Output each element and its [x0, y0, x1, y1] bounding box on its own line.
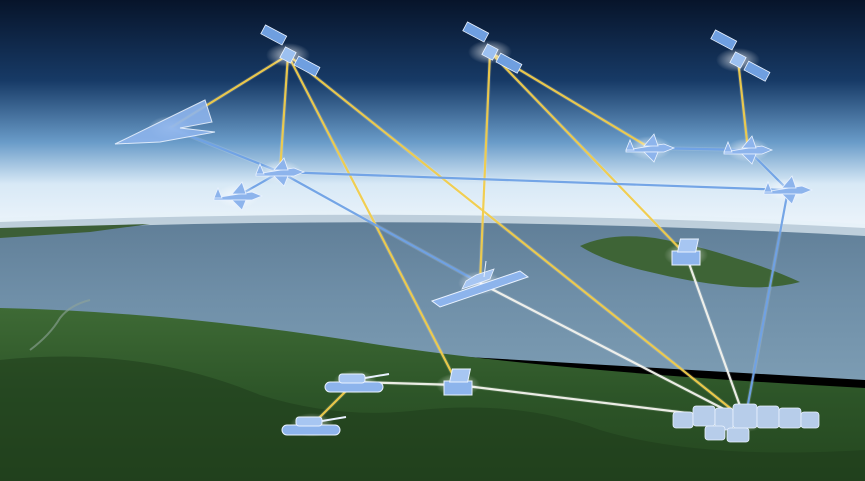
link-yellow: [478, 51, 492, 284]
tank-icon: [324, 370, 390, 394]
link-yellow: [278, 54, 290, 173]
satellite-icon: [260, 24, 321, 77]
satellite-icon: [710, 29, 771, 82]
radar-icon: [436, 368, 480, 397]
fighter-jet-icon: [625, 133, 676, 163]
link-layer: [168, 50, 790, 427]
link-white: [684, 254, 747, 421]
link-yellow: [736, 59, 750, 151]
tank-icon: [281, 413, 347, 437]
link-white: [479, 282, 746, 421]
link-blue: [279, 170, 789, 192]
link-yellow: [489, 51, 687, 256]
sky: [0, 0, 865, 230]
fighter-jet-icon: [723, 135, 774, 165]
fighter-jet-icon: [255, 157, 306, 187]
satellite-icon: [462, 21, 523, 74]
link-yellow: [287, 54, 746, 421]
radar-icon: [664, 238, 708, 267]
fighter-jet-icon: [213, 181, 264, 211]
link-blue: [743, 189, 790, 421]
river: [29, 299, 91, 351]
link-blue: [279, 171, 481, 284]
node-layer: [114, 21, 820, 443]
mountain-ridge: [0, 356, 865, 481]
command-base-icon: [672, 403, 820, 443]
stealth-bomber-icon: [114, 99, 216, 145]
distant-coast: [0, 224, 150, 238]
warship-icon: [430, 260, 530, 308]
fighter-jet-icon: [763, 175, 814, 205]
link-yellow: [287, 54, 459, 386]
